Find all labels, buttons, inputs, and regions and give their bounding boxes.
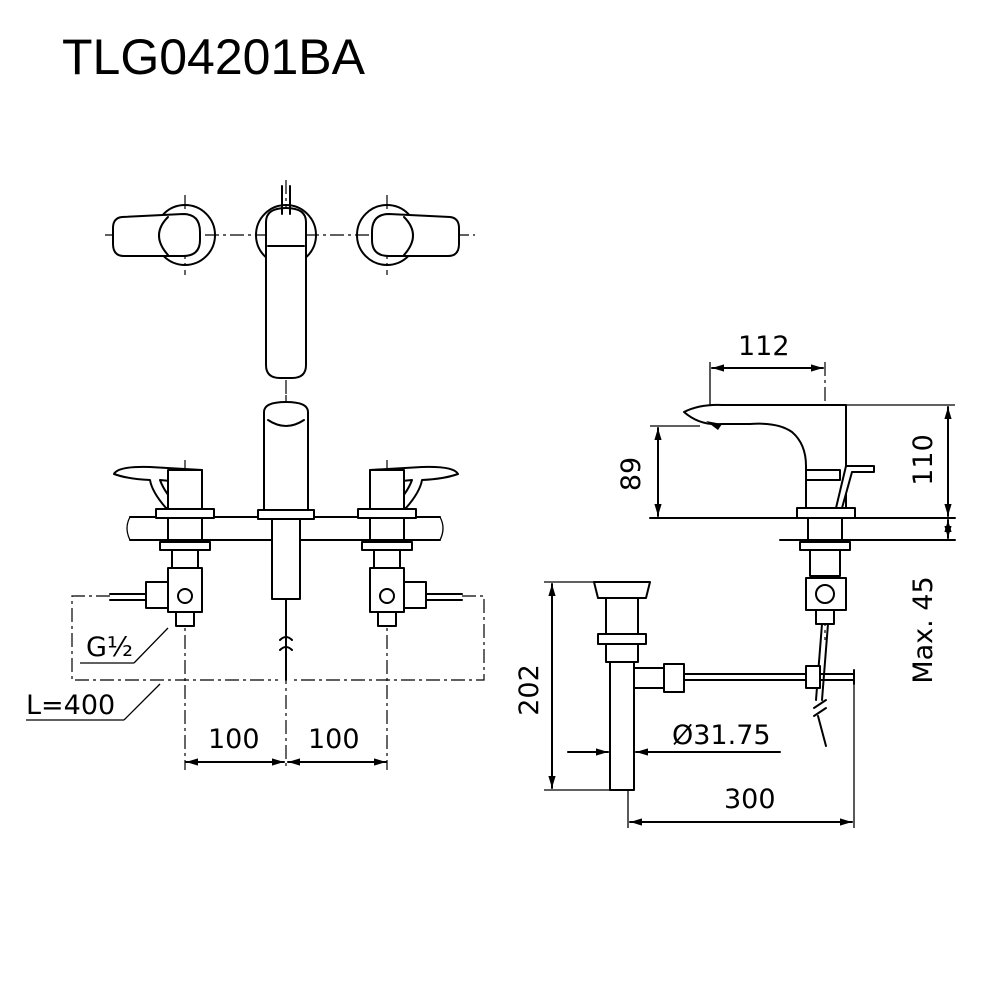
top-right-handle [356,204,460,266]
top-view [105,180,475,395]
spout-reach-label: 112 [738,331,790,362]
top-spout [255,185,317,379]
model-title: TLG04201BA [62,29,366,85]
drain-height-label: 202 [514,664,545,716]
front-left-valve [109,465,215,627]
top-left-handle [112,204,216,266]
thread-label: G½ [86,632,133,663]
spacing-right-label: 100 [308,724,360,755]
spacing-left-label: 100 [208,724,260,755]
drain-rod-length-label: 300 [724,784,776,815]
front-spout [257,401,315,681]
side-view: 112 89 110 Max. 45 202 Ø31.75 300 [514,331,956,828]
side-drain-assembly [593,581,855,791]
spout-height-label: 89 [616,457,647,491]
hose-length-label: L=400 [26,690,115,721]
deck-thickness-label: Max. 45 [908,576,939,683]
front-view: G½ L=400 100 100 [26,395,485,770]
side-faucet-body [683,403,875,747]
front-right-valve [357,465,463,627]
drain-diameter-label: Ø31.75 [672,720,771,751]
faucet-height-label: 110 [908,434,939,486]
